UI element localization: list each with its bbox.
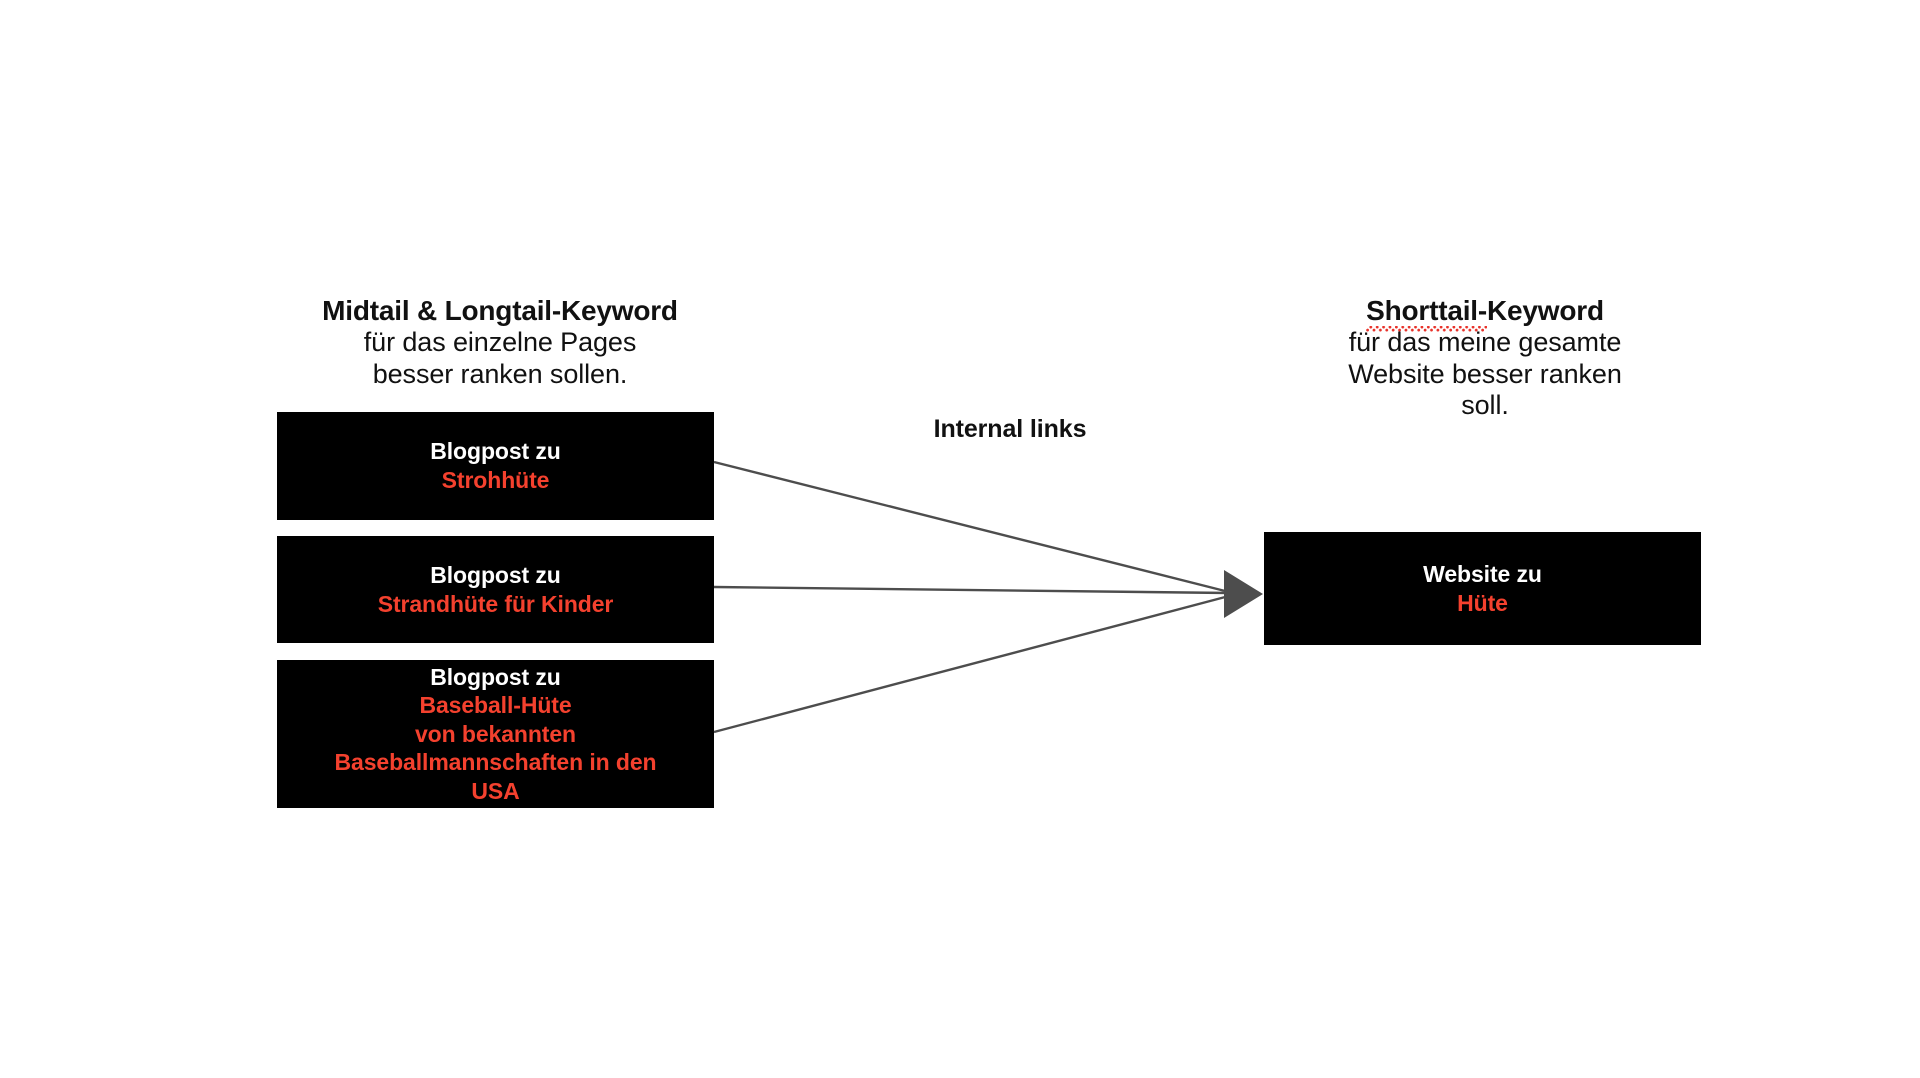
- node-3-keyword-line-3: Baseballmannschaften in den: [334, 749, 657, 776]
- node-2-keyword-line-1: Strandhüte für Kinder: [377, 590, 614, 617]
- node-website-huete[interactable]: Website zu Hüte: [1264, 532, 1701, 645]
- node-3-keyword-line-1: Baseball-Hüte: [419, 692, 572, 719]
- arrow-line-node-3-to-target: [713, 594, 1230, 734]
- heading-midtail-longtail: Midtail & Longtail-Keyword für das einze…: [200, 295, 800, 390]
- target-node-prefix: Website zu: [1423, 560, 1542, 587]
- node-blogpost-baseball-huete[interactable]: Blogpost zu Baseball-Hüte von bekannten …: [277, 660, 714, 808]
- node-3-keyword-line-2: von bekannten: [414, 720, 576, 747]
- arrowhead-icon: [1224, 570, 1263, 618]
- node-1-prefix: Blogpost zu: [430, 438, 561, 465]
- internal-links-label: Internal links: [933, 415, 1087, 443]
- arrow-line-node-2-to-target: [713, 585, 1230, 595]
- heading-right-line-4: soll.: [1461, 390, 1509, 421]
- target-node-keyword-line-1: Hüte: [1457, 589, 1508, 616]
- spellcheck-underlined-word: Shorttail-: [1366, 295, 1488, 334]
- arrow-line-node-1-to-target: [713, 460, 1230, 594]
- heading-right-strong-rest: Keyword: [1487, 295, 1604, 326]
- node-3-keyword-line-4: USA: [471, 777, 520, 804]
- heading-left-strong: Midtail & Longtail-Keyword: [322, 295, 678, 326]
- heading-left-line-2: für das einzelne Pages: [363, 327, 637, 358]
- heading-right-strong: Shorttail-Keyword: [1245, 295, 1725, 334]
- heading-shorttail: Shorttail-Keyword für das meine gesamte …: [1245, 295, 1725, 421]
- node-2-prefix: Blogpost zu: [430, 561, 561, 588]
- node-3-prefix: Blogpost zu: [430, 663, 561, 690]
- heading-left-line-3: besser ranken sollen.: [372, 358, 628, 389]
- node-1-keyword-line-1: Strohhüte: [441, 467, 550, 493]
- heading-right-line-2: für das meine gesamte: [1348, 327, 1622, 358]
- node-blogpost-strohhuete[interactable]: Blogpost zu Strohhüte: [277, 412, 714, 520]
- node-blogpost-strandhuete-fuer-kinder[interactable]: Blogpost zu Strandhüte für Kinder: [277, 536, 714, 643]
- heading-right-line-3: Website besser ranken: [1348, 358, 1622, 389]
